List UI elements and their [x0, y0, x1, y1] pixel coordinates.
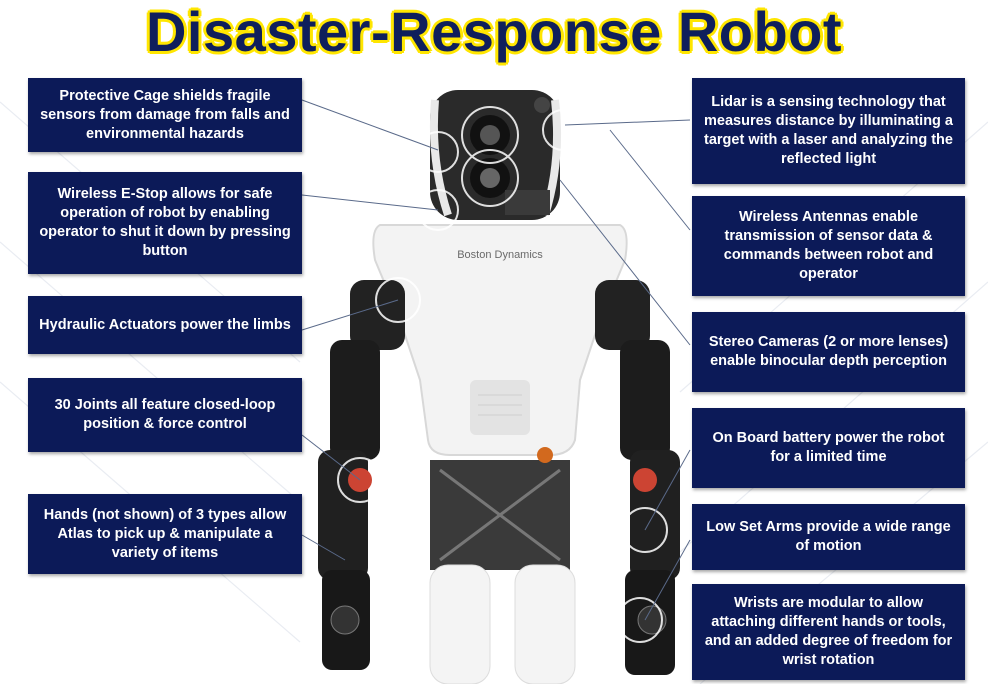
callout-30-joints: 30 Joints all feature closed-loop positi…: [28, 378, 302, 452]
robot-left-arm: [318, 280, 405, 670]
callout-stereo-cameras: Stereo Cameras (2 or more lenses) enable…: [692, 312, 965, 392]
robot-pelvis: [430, 447, 570, 570]
robot-logo: Boston Dynamics: [457, 249, 543, 261]
callout-lidar: Lidar is a sensing technology that measu…: [692, 78, 965, 184]
callout-wireless-estop: Wireless E-Stop allows for safe operatio…: [28, 172, 302, 274]
robot-right-arm: [595, 280, 680, 675]
callout-hydraulic-actuators: Hydraulic Actuators power the limbs: [28, 296, 302, 354]
page-title: Disaster-Response Robot: [145, 0, 843, 63]
robot-torso: Boston Dynamics: [372, 224, 628, 456]
callout-battery: On Board battery power the robot for a l…: [692, 408, 965, 488]
robot-illustration: Boston Dynamics: [318, 90, 680, 684]
robot-head: [429, 90, 562, 220]
callout-wrists: Wrists are modular to allow attaching di…: [692, 584, 965, 680]
callout-protective-cage: Protective Cage shields fragile sensors …: [28, 78, 302, 152]
callout-low-set-arms: Low Set Arms provide a wide range of mot…: [692, 504, 965, 570]
robot-legs: [429, 564, 576, 684]
callout-wireless-antennas: Wireless Antennas enable transmission of…: [692, 196, 965, 296]
callout-hands: Hands (not shown) of 3 types allow Atlas…: [28, 494, 302, 574]
